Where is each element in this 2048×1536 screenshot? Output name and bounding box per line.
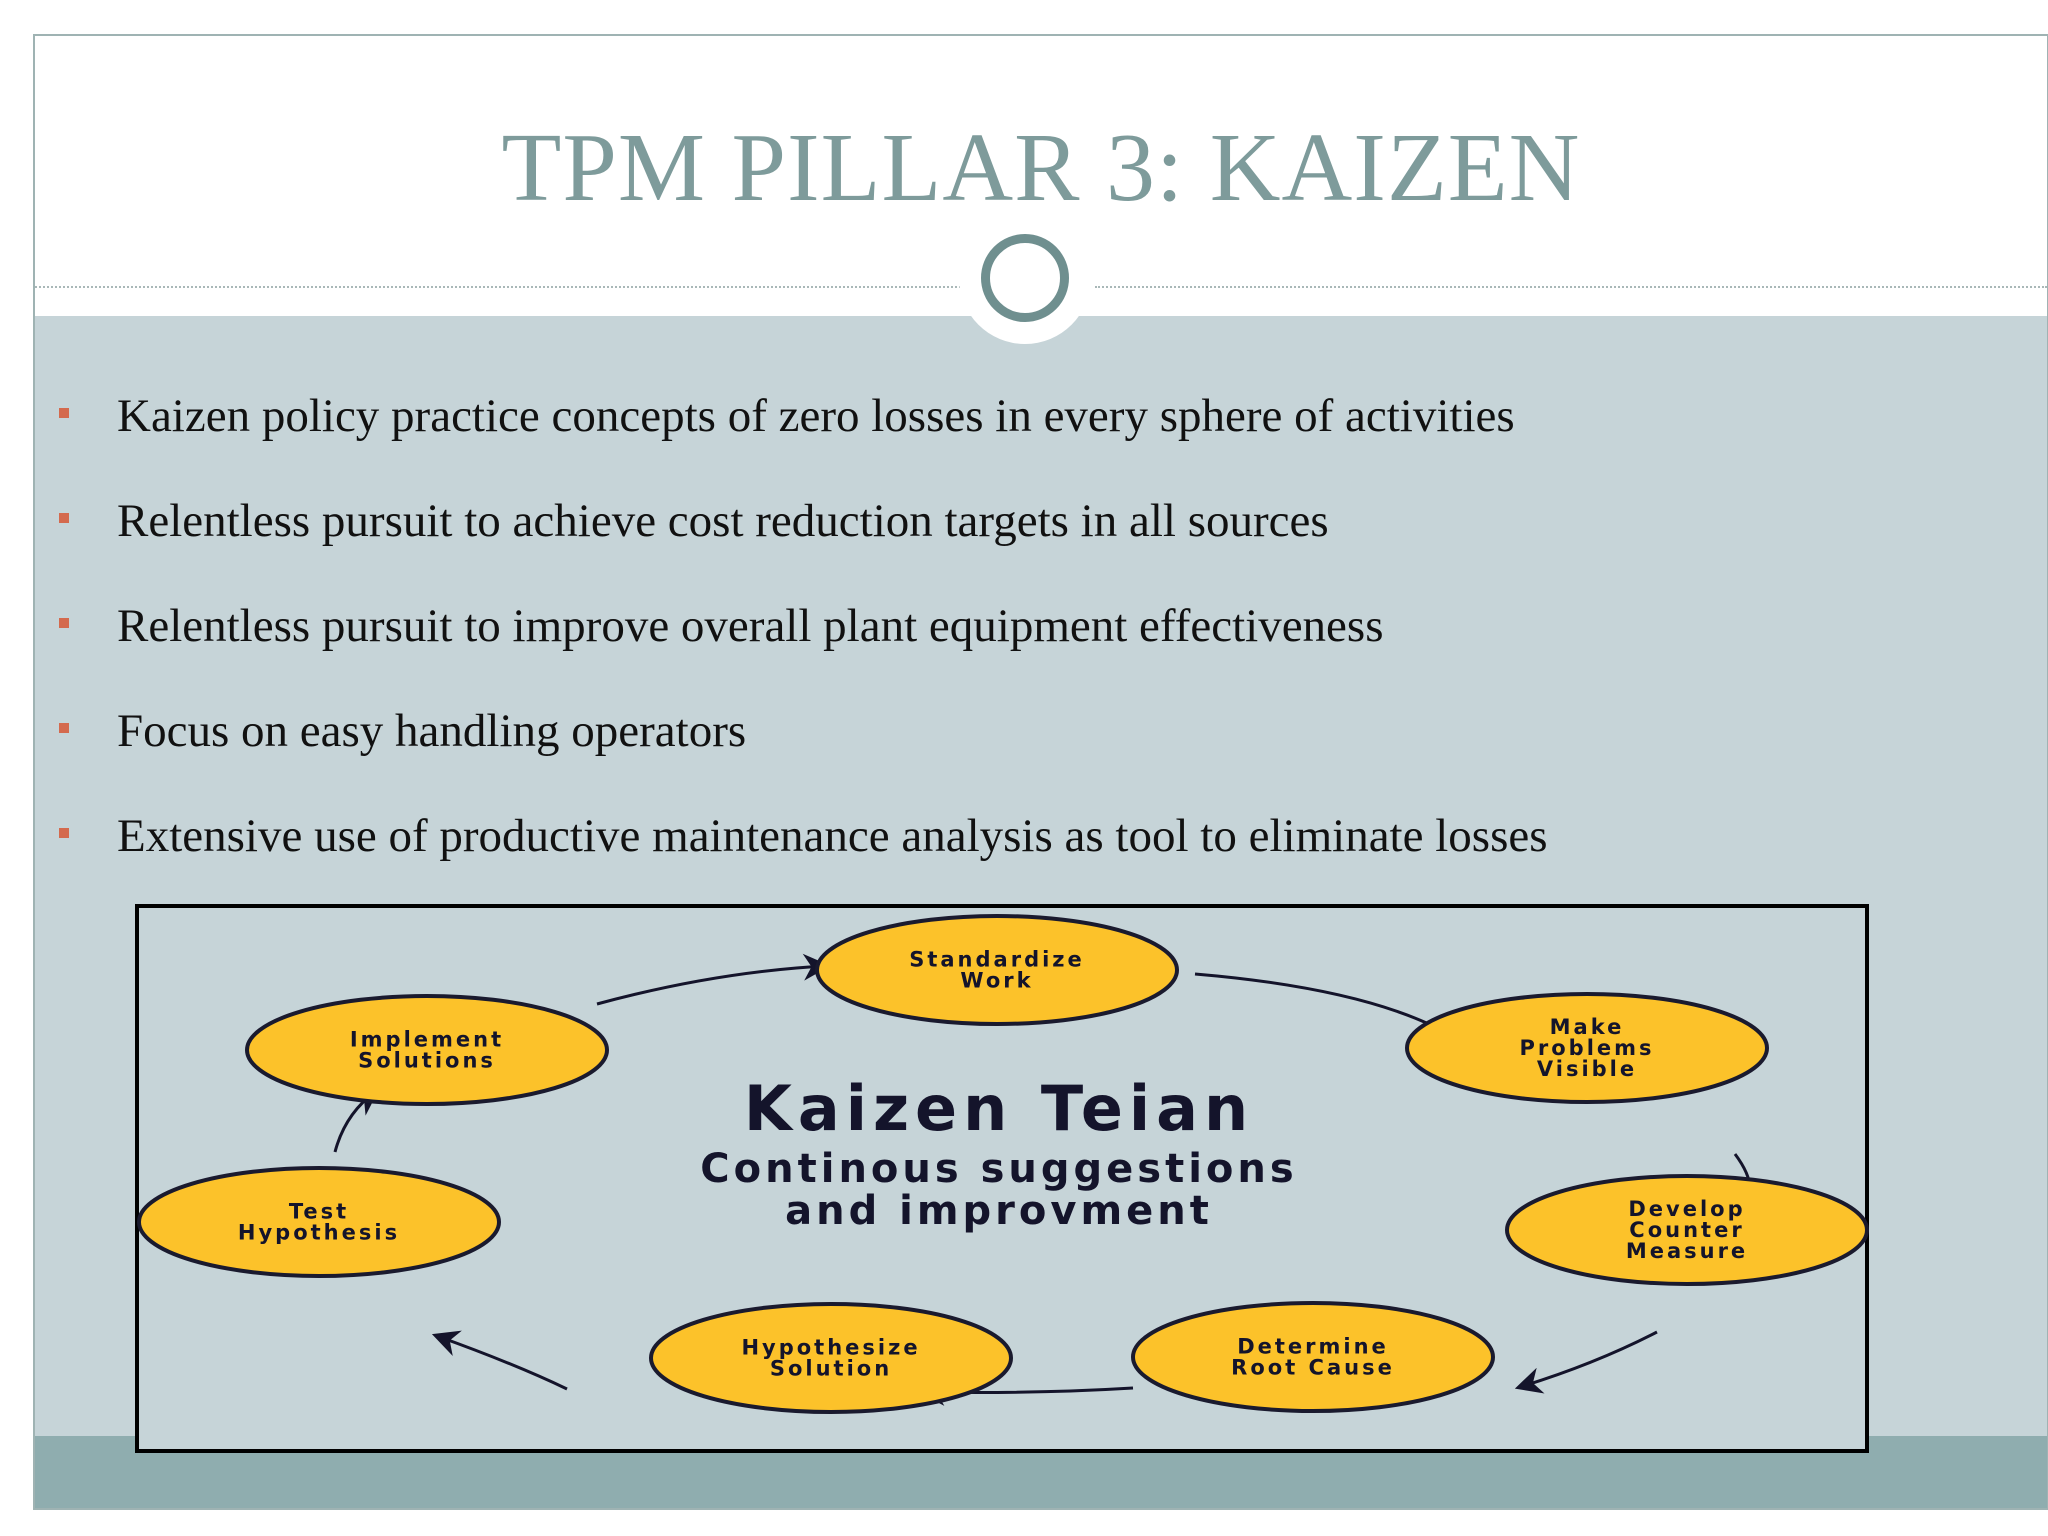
step-label: Hypothesis bbox=[238, 1221, 400, 1245]
bullet-text: Extensive use of productive maintenance … bbox=[117, 810, 1548, 862]
bullet-text: Relentless pursuit to achieve cost reduc… bbox=[117, 495, 1329, 547]
bullet-text: Focus on easy handling operators bbox=[117, 705, 747, 757]
cycle-steps: StandardizeWorkMakeProblemsVisibleDevelo… bbox=[137, 914, 1869, 1414]
step-ellipse bbox=[1405, 992, 1769, 1104]
square-bullet-icon bbox=[59, 723, 69, 733]
square-bullet-icon bbox=[59, 513, 69, 523]
bullet-item: Focus on easy handling operators bbox=[35, 701, 1548, 806]
slide-title: TPM PILLAR 3: KAIZEN bbox=[501, 114, 1581, 222]
cycle-arrow-icon bbox=[596, 953, 831, 1006]
bullet-item: Relentless pursuit to improve overall pl… bbox=[35, 596, 1548, 701]
step-label: Problems bbox=[1519, 1036, 1654, 1060]
step-ellipse bbox=[245, 994, 609, 1106]
bullet-item: Relentless pursuit to achieve cost reduc… bbox=[35, 491, 1548, 596]
slide: TPM PILLAR 3: KAIZEN Kaizen policy pract… bbox=[33, 34, 2048, 1510]
step-label: Implement bbox=[350, 1028, 504, 1052]
cycle-arrow-icon bbox=[431, 1330, 568, 1391]
step-label: Work bbox=[960, 969, 1033, 993]
bullet-item: Kaizen policy practice concepts of zero … bbox=[35, 386, 1548, 491]
step-label: Make bbox=[1550, 1015, 1625, 1039]
title-divider-left bbox=[35, 286, 965, 288]
bullet-text: Relentless pursuit to improve overall pl… bbox=[117, 600, 1384, 652]
cycle-arrow-icon bbox=[1514, 1330, 1658, 1394]
step-label: Root Cause bbox=[1231, 1356, 1395, 1380]
cycle-arrows bbox=[333, 953, 1761, 1406]
bullet-text: Kaizen policy practice concepts of zero … bbox=[117, 390, 1515, 442]
step-ellipse bbox=[815, 914, 1179, 1026]
diagram-center-title: Kaizen Teian bbox=[744, 1072, 1254, 1145]
step-label: Measure bbox=[1626, 1239, 1748, 1263]
step-label: Solution bbox=[770, 1357, 892, 1381]
bullet-list: Kaizen policy practice concepts of zero … bbox=[35, 386, 1548, 911]
kaizen-cycle-diagram: StandardizeWorkMakeProblemsVisibleDevelo… bbox=[135, 904, 1869, 1453]
step-label: Standardize bbox=[909, 948, 1085, 972]
step-label: Visible bbox=[1537, 1057, 1637, 1081]
title-divider-right bbox=[1095, 286, 2047, 288]
square-bullet-icon bbox=[59, 408, 69, 418]
step-label: Solutions bbox=[358, 1049, 496, 1073]
step-ellipse bbox=[649, 1302, 1013, 1414]
step-ellipse bbox=[137, 1166, 501, 1278]
square-bullet-icon bbox=[59, 828, 69, 838]
step-ellipse bbox=[1131, 1301, 1495, 1413]
step-label: Determine bbox=[1237, 1335, 1389, 1359]
step-label: Test bbox=[289, 1200, 349, 1224]
diagram-center-subtitle-line: and improvment bbox=[785, 1188, 1213, 1234]
step-ellipse bbox=[1505, 1174, 1869, 1286]
step-label: Hypothesize bbox=[741, 1336, 920, 1360]
step-label: Develop bbox=[1628, 1197, 1745, 1221]
step-label: Counter bbox=[1629, 1218, 1744, 1242]
diagram-center-subtitle-line: Continous suggestions bbox=[700, 1146, 1297, 1192]
circle-ornament-icon bbox=[981, 234, 1069, 322]
square-bullet-icon bbox=[59, 618, 69, 628]
bullet-item: Extensive use of productive maintenance … bbox=[35, 806, 1548, 911]
